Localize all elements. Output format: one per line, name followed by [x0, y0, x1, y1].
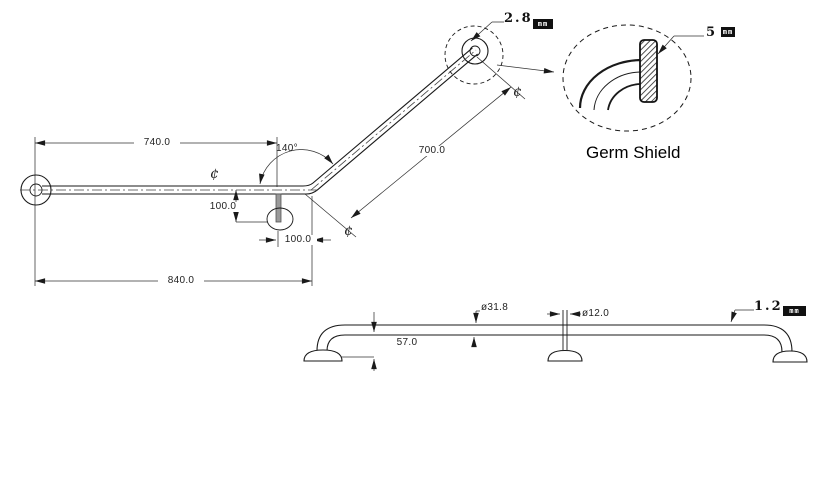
left-mount-flange — [303, 349, 343, 362]
germ-shield-caption: Germ Shield — [586, 143, 681, 162]
dim-100-horizontal-label: 100.0 — [279, 235, 317, 245]
shield-thickness-label: 5 — [706, 25, 718, 40]
post-diameter-label: ø12.0 — [581, 308, 611, 319]
dim-700-label: 700.0 — [409, 146, 455, 156]
angle-140-label: 140° — [276, 143, 298, 154]
detail-callout-circle — [444, 25, 504, 85]
tube-end-circle — [461, 37, 489, 65]
shield-thickness-leader — [657, 35, 675, 55]
mm-unit-badge: mm — [721, 27, 735, 37]
detail-boundary-circle — [562, 24, 692, 132]
centerline-symbol: ¢ — [344, 223, 353, 239]
germ-shield-hatch — [639, 39, 658, 103]
elevation-view-drawing — [303, 309, 808, 371]
detail-view-drawing — [562, 24, 704, 132]
middle-mount-flange — [547, 349, 583, 362]
mm-unit-badge: mm — [533, 19, 553, 29]
bar-diameter-label: ø31.8 — [480, 302, 510, 313]
height-57-label: 57.0 — [391, 338, 423, 348]
centerline-symbol: ¢ — [513, 84, 522, 100]
mm-unit-badge: mm — [783, 306, 806, 316]
dim-740-label: 740.0 — [134, 138, 180, 148]
plan-view-drawing — [20, 21, 555, 286]
detail-pointer-arrow — [496, 64, 555, 74]
dim-100-vertical-label: 100.0 — [204, 202, 242, 212]
angle-arc — [259, 149, 334, 185]
right-mount-flange — [772, 350, 808, 363]
wall-thickness-leader — [730, 309, 737, 323]
thickness-1-2-label: 1.2 — [754, 299, 783, 314]
dim-840-label: 840.0 — [158, 276, 204, 286]
support-flange — [266, 207, 294, 231]
thickness-2-8-label: 2.8 — [504, 11, 533, 26]
centerline-symbol: ¢ — [210, 166, 219, 182]
